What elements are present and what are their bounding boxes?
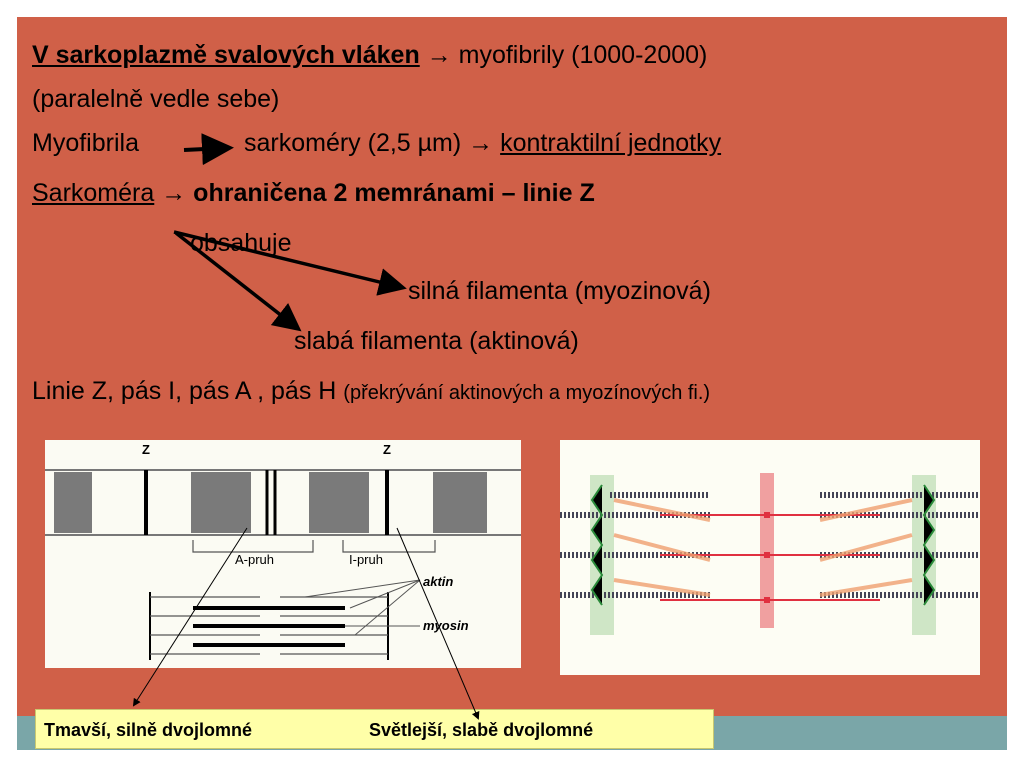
text-line-3: Sarkoméra → ohraničena 2 memránami – lin… (32, 178, 595, 208)
prekryvani-label: (překrývání aktinových a myozínových fi.… (343, 382, 711, 404)
linie-label: Linie Z, pás I, pás A , pás H (32, 377, 337, 405)
text-line-7: Linie Z, pás I, pás A , pás H (překrýván… (32, 376, 710, 408)
heading-rest: → myofibrily (1000-2000) (426, 41, 708, 69)
text-line-2: Myofibrila (32, 128, 139, 158)
caption-box: Tmavší, silně dvojlomné Světlejší, slabě… (35, 709, 714, 749)
myofibrila-label: Myofibrila (32, 129, 139, 157)
text-line-6: slabá filamenta (aktinová) (294, 326, 579, 356)
arrow-to-light-caption (396, 527, 480, 720)
caption-dark-bands: Tmavší, silně dvojlomné (44, 720, 253, 740)
caption-light-bands: Světlejší, slabě dvojlomné (369, 720, 594, 740)
text-line-1b: (paralelně vedle sebe) (32, 84, 279, 114)
a-band-label: A-pruh (235, 552, 274, 567)
silna-filamenta-label: silná filamenta (myozinová) (408, 277, 711, 305)
text-line-1: V sarkoplazmě svalových vláken → myofibr… (32, 40, 707, 70)
arrow-to-thin-filaments (174, 231, 302, 332)
myofibrila-arrow (183, 133, 234, 166)
heading-underlined: V sarkoplazmě svalových vláken (32, 41, 420, 69)
z-label-1: Z (142, 442, 150, 457)
heading-cont: (paralelně vedle sebe) (32, 85, 280, 113)
sarcomere-band-diagram: Z Z A-pruh I-pruh aktin myosin (45, 440, 521, 668)
kontraktilni-label: kontraktilní jednotky (500, 129, 722, 157)
sarcomere-molecular-illustration (560, 440, 980, 675)
text-line-4: obsahuje (190, 228, 291, 258)
arrow-glyph: → (161, 179, 187, 207)
band-diagram-svg: Z Z A-pruh I-pruh aktin myosin (45, 442, 521, 660)
arrow-to-dark-caption (132, 527, 248, 707)
molecular-illustration-svg (560, 473, 980, 635)
obsahuje-label: obsahuje (190, 229, 292, 257)
ohranicena-label: ohraničena 2 memránami – linie Z (193, 179, 595, 207)
actin-label: aktin (423, 574, 453, 589)
myosin-label: myosin (423, 618, 469, 633)
z-label-2: Z (383, 442, 391, 457)
i-band-label: I-pruh (349, 552, 383, 567)
sarkomera-label: Sarkoméra (32, 179, 155, 207)
text-line-2b: sarkoméry (2,5 µm) → kontraktilní jednot… (244, 128, 721, 158)
arrow-to-thick-filaments (173, 230, 407, 296)
sarkomery-label: sarkoméry (2,5 µm) → (244, 129, 494, 157)
slaba-filamenta-label: slabá filamenta (aktinová) (294, 327, 579, 355)
text-line-5: silná filamenta (myozinová) (408, 276, 711, 306)
